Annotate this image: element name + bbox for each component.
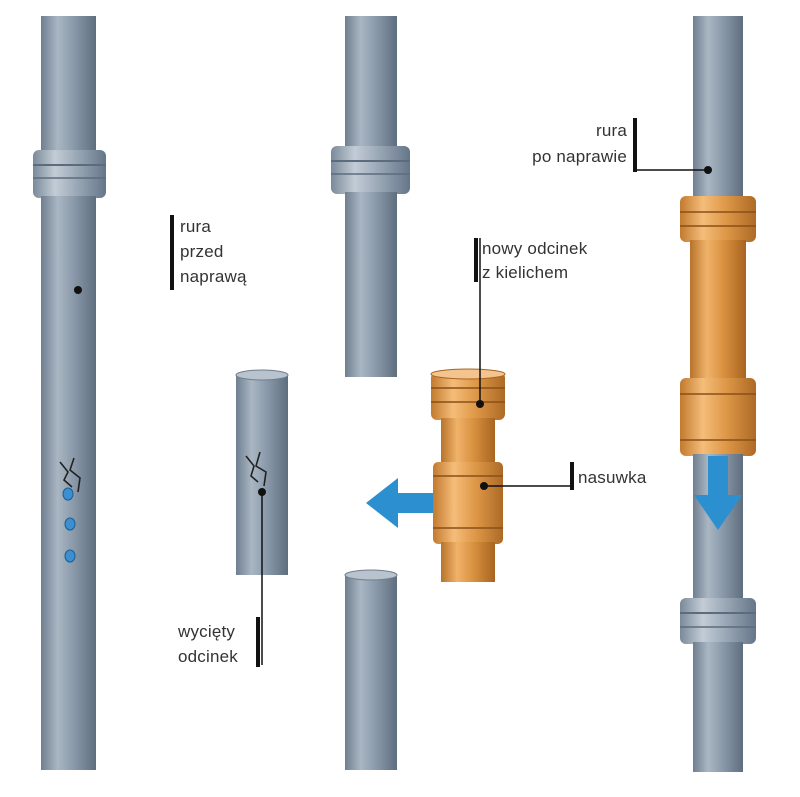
pipe-top-remaining bbox=[331, 16, 410, 377]
label-line: nasuwka bbox=[578, 468, 647, 487]
label-line: przed bbox=[180, 242, 224, 261]
crack-icon bbox=[59, 457, 81, 493]
label-line: naprawą bbox=[180, 267, 247, 286]
new-section-with-socket bbox=[430, 238, 570, 582]
crack-icon bbox=[245, 451, 267, 487]
label-line: odcinek bbox=[178, 647, 238, 666]
label-line: rura bbox=[596, 121, 627, 140]
pipe-socket bbox=[33, 150, 106, 198]
cut-out-section bbox=[235, 369, 289, 665]
label-line: z kielichem bbox=[482, 263, 568, 282]
pipe-bottom-remaining bbox=[344, 569, 398, 770]
pipe-after-repair bbox=[636, 16, 756, 772]
label-cut-section: wycięty odcinek bbox=[177, 617, 260, 667]
label-pipe-after: rura po naprawie bbox=[532, 118, 637, 172]
label-line: rura bbox=[180, 217, 211, 236]
down-arrow-icon bbox=[694, 456, 742, 530]
pipe-before-repair bbox=[33, 16, 106, 770]
label-pipe-before: rura przed naprawą bbox=[170, 215, 247, 290]
label-new-section: nowy odcinek z kielichem bbox=[474, 238, 588, 282]
pipe-upper bbox=[41, 16, 96, 164]
label-line: po naprawie bbox=[532, 147, 627, 166]
label-slip-coupling: nasuwka bbox=[570, 462, 647, 490]
left-arrow-icon bbox=[366, 478, 442, 528]
pointer-dot bbox=[74, 286, 82, 294]
water-drop-icon bbox=[62, 487, 76, 563]
label-line: wycięty bbox=[177, 622, 235, 641]
label-line: nowy odcinek bbox=[482, 239, 588, 258]
